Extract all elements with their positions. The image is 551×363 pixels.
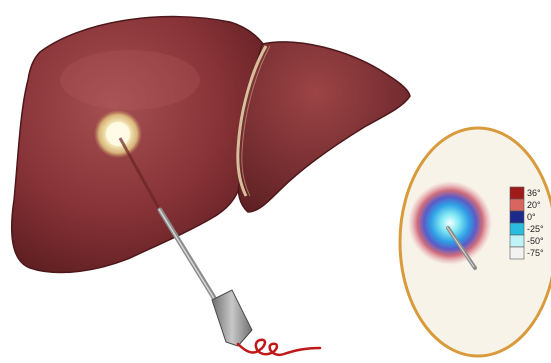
legend-swatch (510, 247, 524, 259)
legend-swatch (510, 187, 524, 199)
legend-swatch (510, 235, 524, 247)
liver (12, 17, 410, 273)
temperature-inset: 36° 20° 0° -25° -50° -75° (400, 128, 551, 356)
legend-swatch (510, 211, 524, 223)
probe-wire (238, 340, 320, 355)
legend-label: -50° (527, 236, 544, 246)
legend-label: -75° (527, 248, 544, 258)
legend-swatch (510, 223, 524, 235)
ice-ball (408, 181, 492, 265)
liver-left-lobe (238, 42, 410, 212)
legend-label: 36° (527, 188, 541, 198)
probe-handle (212, 290, 252, 346)
legend-swatch (510, 199, 524, 211)
legend-label: -25° (527, 224, 544, 234)
legend-label: 20° (527, 200, 541, 210)
legend-label: 0° (527, 212, 536, 222)
ablation-lesion (94, 110, 142, 158)
